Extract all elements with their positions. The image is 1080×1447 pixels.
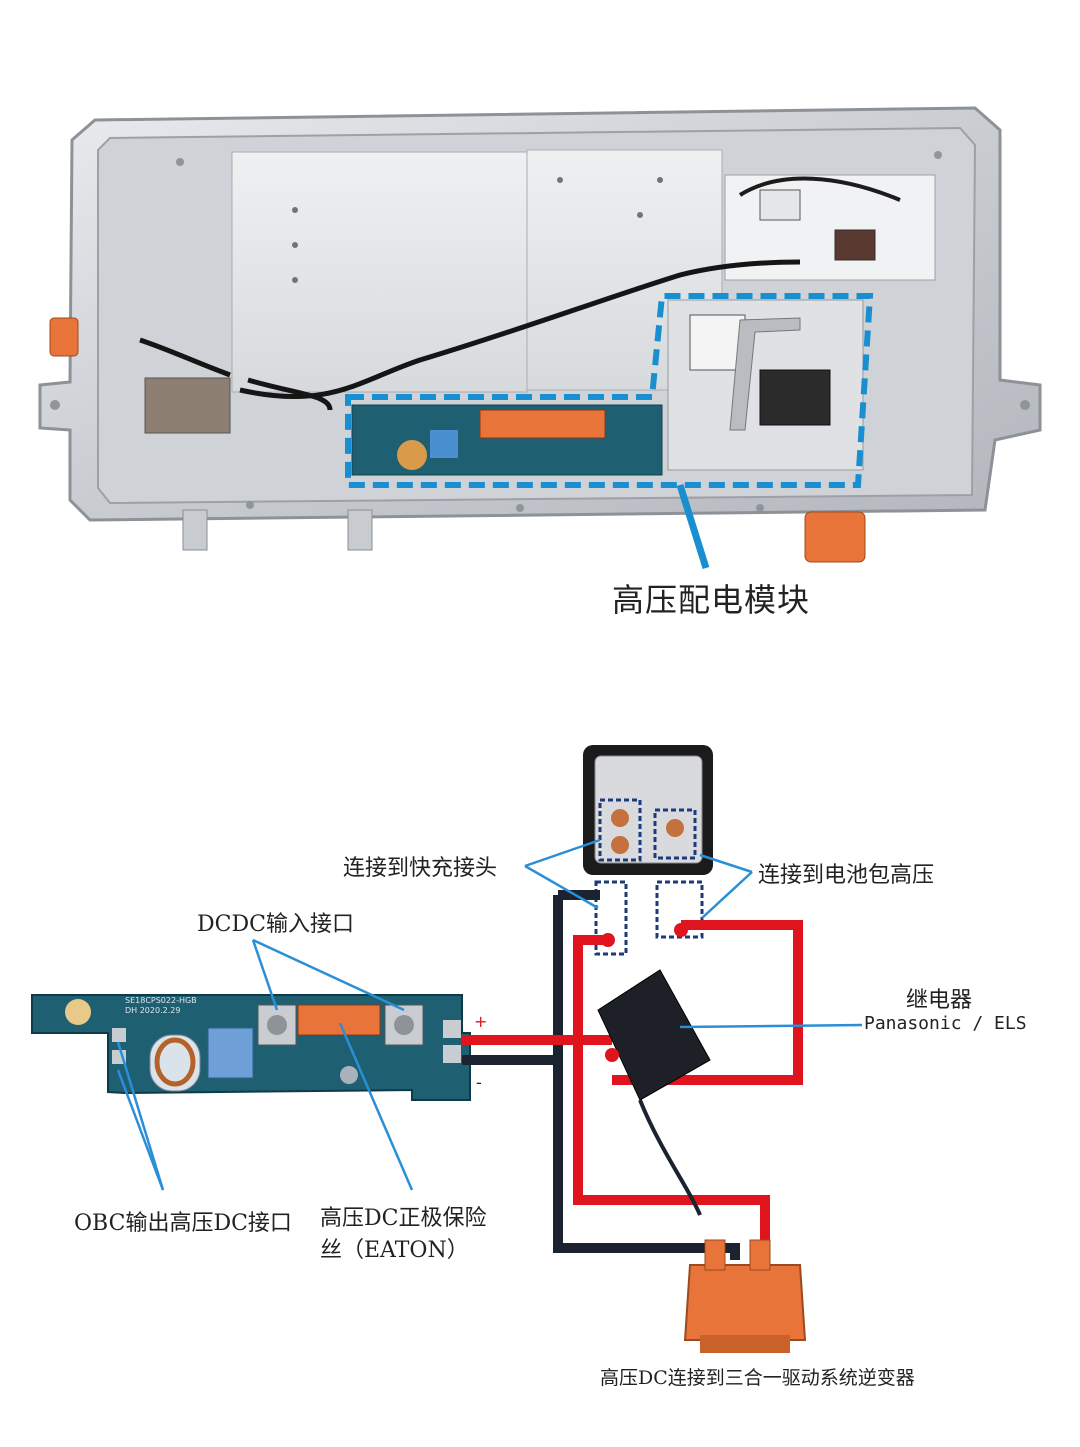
heatsink-plates	[231, 149, 723, 393]
fuse-label-line1: 高压DC正极保险	[320, 1206, 487, 1231]
hv-distribution-board	[351, 404, 663, 476]
pcb-part-number: SE18CPS022-HGB	[125, 996, 197, 1005]
dcdc-input-label: DCDC输入接口	[197, 912, 354, 937]
relay	[597, 969, 711, 1216]
relay-assembly	[667, 299, 864, 471]
pdu-dashed-outline	[345, 293, 874, 570]
fast-charge-connector-block	[583, 745, 713, 956]
inverter-label: 高压DC连接到三合一驱动系统逆变器	[600, 1367, 915, 1389]
fuse-label-line2: 丝（EATON）	[320, 1238, 469, 1263]
pcb-date: DH 2020.2.29	[125, 1006, 180, 1015]
obc-output-label: OBC输出高压DC接口	[74, 1211, 292, 1236]
relay-title-label: 继电器	[906, 988, 973, 1013]
plus-mark: +	[474, 1012, 487, 1031]
pdu-enclosure-illustration	[38, 106, 1042, 570]
positive-wires	[462, 920, 803, 1260]
hv-connectors	[49, 317, 866, 563]
minus-mark: -	[476, 1073, 482, 1092]
fast-charge-label: 连接到快充接头	[343, 856, 498, 881]
pcb-board	[31, 994, 471, 1101]
leader-lines	[116, 838, 863, 1191]
cables	[139, 259, 801, 411]
battery-pack-label: 连接到电池包高压	[758, 863, 935, 888]
relay-brand-label: Panasonic / ELS	[864, 1013, 1027, 1034]
pdu-callout-label: 高压配电模块	[612, 581, 811, 619]
inverter-connector	[683, 1239, 807, 1353]
coolant-pipes	[182, 509, 373, 551]
negative-wires	[462, 890, 740, 1260]
